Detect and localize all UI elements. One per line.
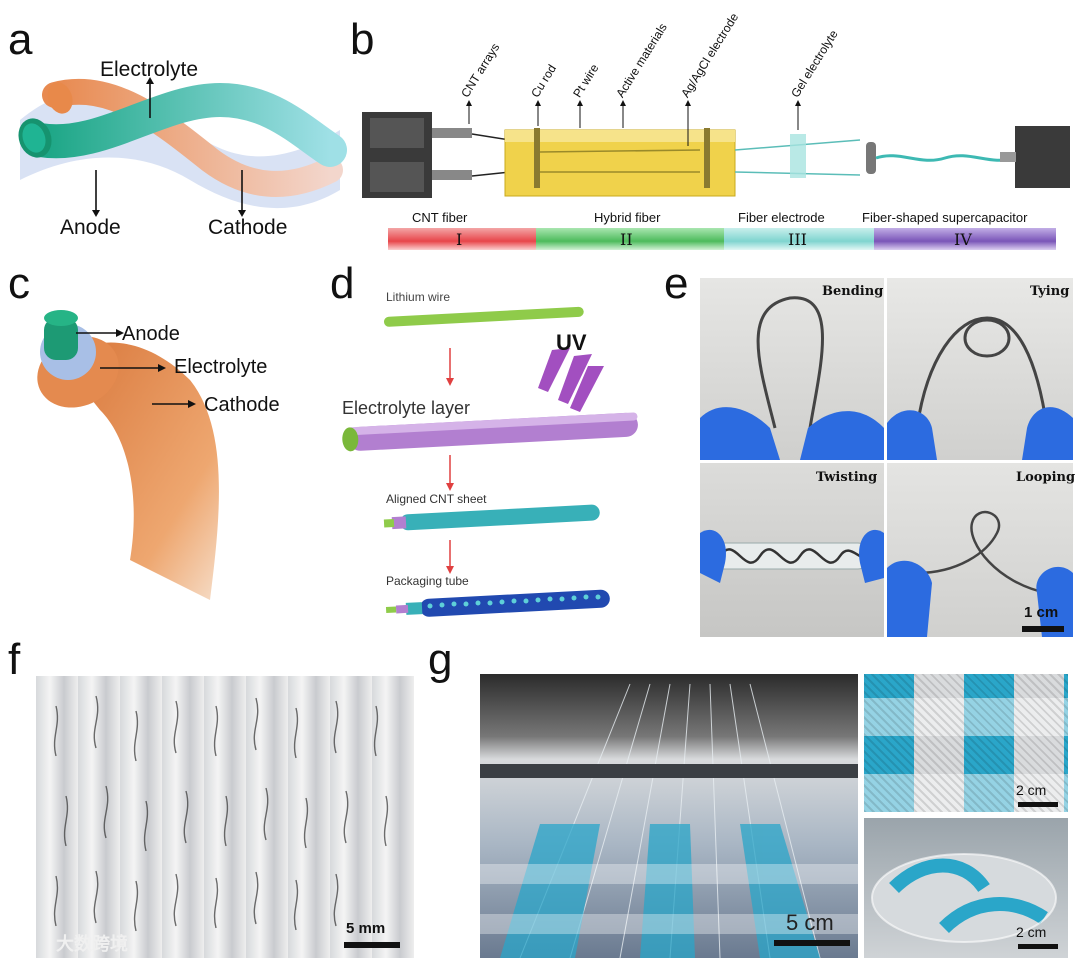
label-packaging-tube: Packaging tube xyxy=(386,574,469,588)
label-electrolyte-layer: Electrolyte layer xyxy=(342,398,471,418)
stage-bar-1 xyxy=(388,228,536,250)
photo-knitted-textile xyxy=(36,676,414,958)
title-twisting: Twisting xyxy=(816,470,878,485)
scale-label-g-bottom: 2 cm xyxy=(1016,924,1047,940)
watermark: 大数跨境 xyxy=(56,934,128,954)
stage-numeral-1: I xyxy=(456,230,463,249)
panel-label-c: c xyxy=(8,259,30,308)
scale-label-f: 5 mm xyxy=(346,920,386,937)
label-anode-a: Anode xyxy=(60,216,121,239)
title-looping: Looping xyxy=(1016,470,1076,485)
woven-fabric xyxy=(480,683,858,958)
stage-label-3: Fiber electrode xyxy=(738,210,825,225)
panel-label-d: d xyxy=(330,259,355,308)
label-cathode-c: Cathode xyxy=(204,394,280,416)
label-cnt-sheet: Aligned CNT sheet xyxy=(386,492,487,506)
photo-loom-weaving xyxy=(480,674,858,958)
cnt-sheet-tube xyxy=(400,504,600,531)
scale-bar-e xyxy=(1022,626,1064,632)
motor-right xyxy=(1015,126,1070,188)
scale-label-e: 1 cm xyxy=(1024,604,1059,621)
scale-label-g-main: 5 cm xyxy=(786,910,834,935)
cathode-end xyxy=(47,82,73,114)
photo-twisting xyxy=(700,463,884,637)
label-uv: UV xyxy=(556,330,587,355)
scale-label-g-top: 2 cm xyxy=(1016,782,1047,798)
panel-label-a: a xyxy=(8,15,33,64)
textile-fibers xyxy=(53,695,389,932)
anode-fiber xyxy=(23,82,347,167)
stage-bar-2 xyxy=(536,228,724,250)
label-cathode-a: Cathode xyxy=(208,216,288,239)
photo-tying xyxy=(887,278,1073,460)
panel-label-b: b xyxy=(350,15,375,64)
title-tying: Tying xyxy=(1030,284,1070,299)
cathode-tube xyxy=(60,342,219,600)
scale-bar-f xyxy=(344,942,400,948)
stage-label-4: Fiber-shaped supercapacitor xyxy=(862,210,1028,225)
photo-fabric-pattern xyxy=(864,674,1068,812)
panel-label-f: f xyxy=(8,635,21,684)
label-electrolyte-c: Electrolyte xyxy=(174,356,268,378)
cathode-fiber xyxy=(42,78,343,197)
stage-numeral-3: III xyxy=(788,230,807,249)
label-anode-c: Anode xyxy=(122,323,180,345)
stage-numeral-2: II xyxy=(620,230,633,249)
anode-core xyxy=(44,318,78,360)
panel-label-e: e xyxy=(664,259,689,308)
stage-bar-3 xyxy=(724,228,874,250)
panel-label-g: g xyxy=(428,635,453,684)
label-electrolyte-a: Electrolyte xyxy=(100,58,199,81)
stage-label-2: Hybrid fiber xyxy=(594,210,661,225)
stage-label-1: CNT fiber xyxy=(412,210,468,225)
stage-numeral-4: IV xyxy=(954,230,972,249)
scale-bar-g-bottom xyxy=(1018,944,1058,949)
uv-arrows xyxy=(538,348,604,412)
title-bending: Bending xyxy=(822,284,884,299)
photo-bending xyxy=(700,278,884,460)
photo-looping xyxy=(887,463,1073,637)
scale-bar-g-main xyxy=(774,940,850,946)
lithium-wire xyxy=(383,306,584,327)
label-lithium-wire: Lithium wire xyxy=(386,290,451,304)
photo-fabric-roll xyxy=(864,818,1068,958)
stage-bar-4 xyxy=(874,228,1056,250)
gel-electrolyte-bath xyxy=(790,134,806,178)
scale-bar-g-top xyxy=(1018,802,1058,807)
